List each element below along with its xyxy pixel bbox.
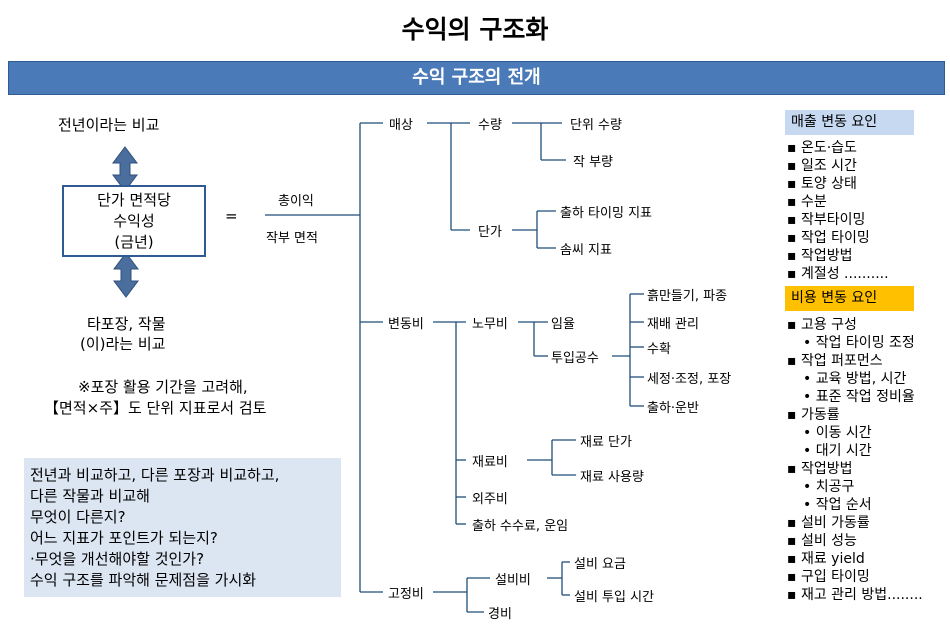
cost-factor-subitem: • 이동 시간 (803, 425, 872, 441)
cost-factor-item: ▪ 가동률 (787, 407, 840, 423)
node-task: 수확 (647, 342, 671, 357)
note-line-2: 【면적×주】도 단위 지표로서 검토 (44, 399, 267, 417)
fraction-numerator: 총이익 (278, 194, 314, 209)
unit-box-line3: (금년) (114, 233, 154, 251)
node-unit-price: 단가 (478, 225, 502, 240)
node-variable-cost: 변동비 (388, 317, 424, 332)
node-shipping-fee: 출하 수수료, 운임 (472, 519, 569, 534)
node-shipping-timing-index: 출하 타이밍 지표 (560, 206, 652, 221)
node-equipment-rate: 설비 요금 (574, 557, 626, 572)
node-labor-hours: 투입공수 (551, 351, 599, 366)
cost-factor-item: ▪ 재료 yield (787, 551, 865, 567)
sales-factors-list: ▪ 온도·습도 ▪ 일조 시간 ▪ 토양 상태 ▪ 수분 ▪ 작부타이밍 ▪ 작… (787, 139, 889, 283)
summary-line: 수익 구조를 파악해 문제점을 가시화 (30, 571, 257, 589)
compare-other-label-2: (이)라는 비교 (80, 335, 166, 353)
unit-profitability-box: 단가 면적당 수익성 (금년) (62, 185, 206, 257)
node-quantity: 수량 (478, 118, 502, 133)
node-wage: 임율 (551, 317, 575, 332)
note-line-1: ※포장 활용 기간을 고려해, (78, 378, 248, 396)
summary-line: 무엇이 다른지? (30, 508, 126, 526)
node-crop-rate: 작 부량 (573, 155, 614, 170)
unit-box-line2: 수익성 (113, 212, 155, 230)
unit-box-line1: 단가 면적당 (97, 191, 171, 209)
sales-factor-item: ▪ 토양 상태 (787, 176, 857, 192)
equals-sign: = (225, 207, 238, 225)
main-title: 수익의 구조화 (401, 15, 549, 44)
compare-prev-year-label: 전년이라는 비교 (58, 116, 160, 134)
cost-factor-item: ▪ 구입 타이밍 (787, 569, 870, 585)
cost-factor-item: ▪ 설비 성능 (787, 533, 857, 549)
summary-box: 전년과 비교하고, 다른 포장과 비교하고, 다른 작물과 비교해 무엇이 다른… (24, 458, 341, 597)
summary-line: 전년과 비교하고, 다른 포장과 비교하고, (30, 466, 280, 484)
node-outsourcing-cost: 외주비 (472, 492, 508, 507)
node-unit-yield: 단위 수량 (570, 118, 622, 133)
cost-factors-list: ▪ 고용 구성 • 작업 타이밍 조정 ▪ 작업 퍼포먼스 • 교육 방법, 시… (787, 316, 923, 604)
fraction-denominator: 작부 면적 (266, 231, 318, 246)
summary-line: 다른 작물과 비교해 (30, 487, 150, 505)
double-arrow-down-icon (113, 252, 139, 298)
node-task: 세정·조정, 포장 (647, 372, 732, 387)
cost-factor-item: ▪ 작업 퍼포먼스 (787, 353, 883, 369)
node-equipment-cost: 설비비 (495, 573, 531, 588)
node-fixed-cost: 고정비 (388, 587, 424, 602)
sales-factor-item: ▪ 작부타이밍 (787, 212, 866, 228)
node-sales: 매상 (389, 118, 413, 133)
node-material-cost: 재료비 (472, 455, 508, 470)
cost-factor-subitem: • 치공구 (803, 479, 855, 495)
cost-factor-item: ▪ 설비 가동률 (787, 515, 870, 531)
sales-factor-item: ▪ 일조 시간 (787, 158, 857, 174)
node-task: 재배 관리 (647, 317, 699, 332)
node-expenses: 경비 (488, 607, 512, 622)
node-material-usage: 재료 사용량 (580, 470, 644, 485)
cost-factor-subitem: • 작업 순서 (803, 497, 872, 513)
sales-factor-item: ▪ 작업방법 (787, 248, 853, 264)
cost-factors-header: 비용 변동 요인 (785, 286, 914, 311)
sales-factor-item: ▪ 계절성 .......... (787, 266, 889, 282)
cost-factor-item: ▪ 작업방법 (787, 461, 853, 477)
node-task: 흙만들기, 파종 (647, 289, 728, 304)
node-equipment-hours: 설비 투입 시간 (574, 590, 655, 605)
node-labor-cost: 노무비 (472, 317, 508, 332)
cost-factor-subitem: • 대기 시간 (803, 443, 872, 459)
sales-factors-header: 매출 변동 요인 (785, 110, 914, 135)
node-task: 출하·운반 (647, 401, 699, 416)
summary-line: ·무엇을 개선해야할 것인가? (30, 550, 205, 568)
cost-factor-subitem: • 교육 방법, 시간 (803, 371, 907, 387)
cost-factor-subitem: • 작업 타이밍 조정 (803, 335, 915, 351)
cost-factor-item: ▪ 고용 구성 (787, 317, 857, 333)
section-banner: 수익 구조의 전개 (8, 61, 945, 95)
compare-other-label-1: 타포장, 작물 (87, 315, 166, 333)
connector-lines (265, 122, 644, 613)
sales-factor-item: ▪ 온도·습도 (787, 140, 857, 156)
sales-factor-item: ▪ 수분 (787, 194, 827, 210)
sales-factor-item: ▪ 작업 타이밍 (787, 230, 870, 246)
summary-line: 어느 지표가 포인트가 되는지? (30, 529, 218, 547)
cost-factor-item: ▪ 재고 관리 방법........ (787, 587, 923, 603)
node-material-unit-price: 재료 단가 (580, 435, 632, 450)
node-skill-index: 솜씨 지표 (560, 243, 612, 258)
cost-factor-subitem: • 표준 작업 정비율 (803, 389, 915, 405)
